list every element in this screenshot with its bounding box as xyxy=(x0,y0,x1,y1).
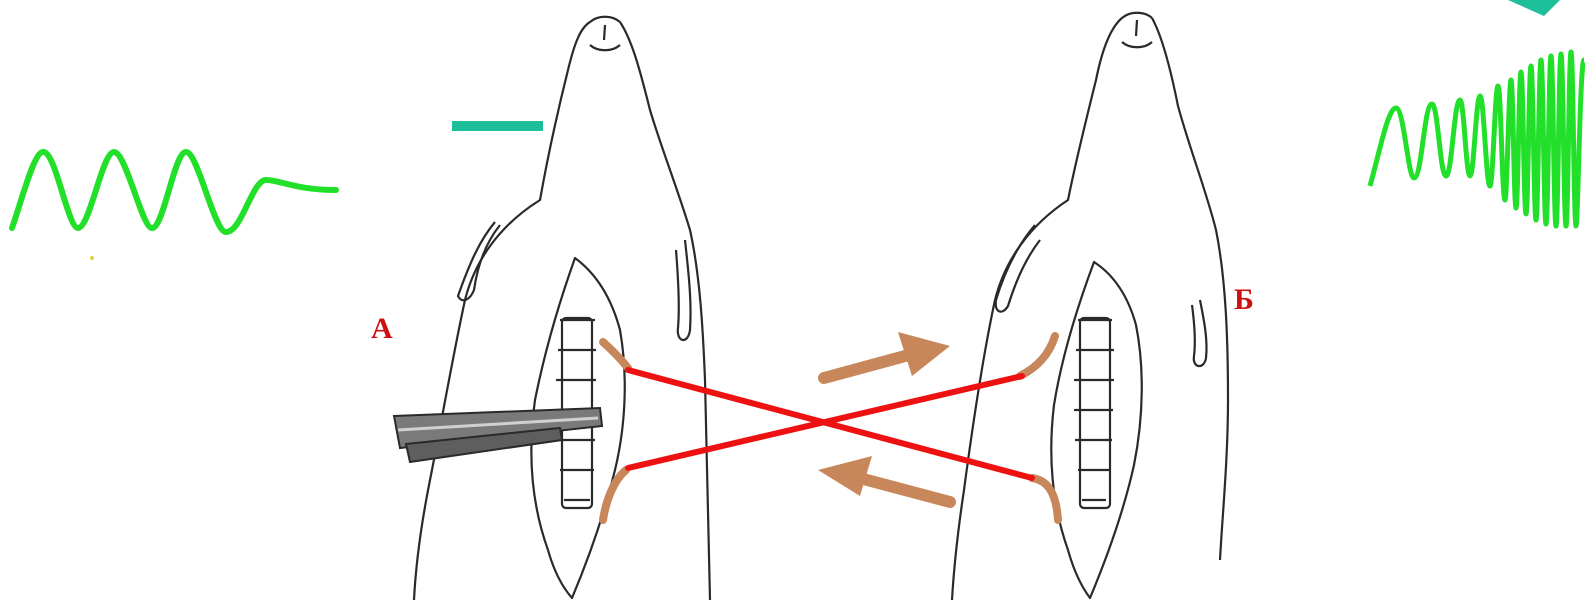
cross-vessel xyxy=(628,376,1022,468)
left-animal-figure xyxy=(414,17,710,600)
high-frequency-wave-icon xyxy=(1370,52,1584,226)
animal-label-b: Б xyxy=(1234,283,1254,317)
animal-label-a: А xyxy=(371,312,393,346)
arrow-left-icon xyxy=(818,456,950,502)
right-animal-figure xyxy=(952,13,1228,600)
arrow-right-icon xyxy=(824,332,950,378)
clamp-instrument-icon xyxy=(394,408,602,462)
vessel-end xyxy=(603,342,628,520)
corner-arrow-icon xyxy=(1508,0,1560,16)
damped-wave-icon xyxy=(12,152,336,232)
